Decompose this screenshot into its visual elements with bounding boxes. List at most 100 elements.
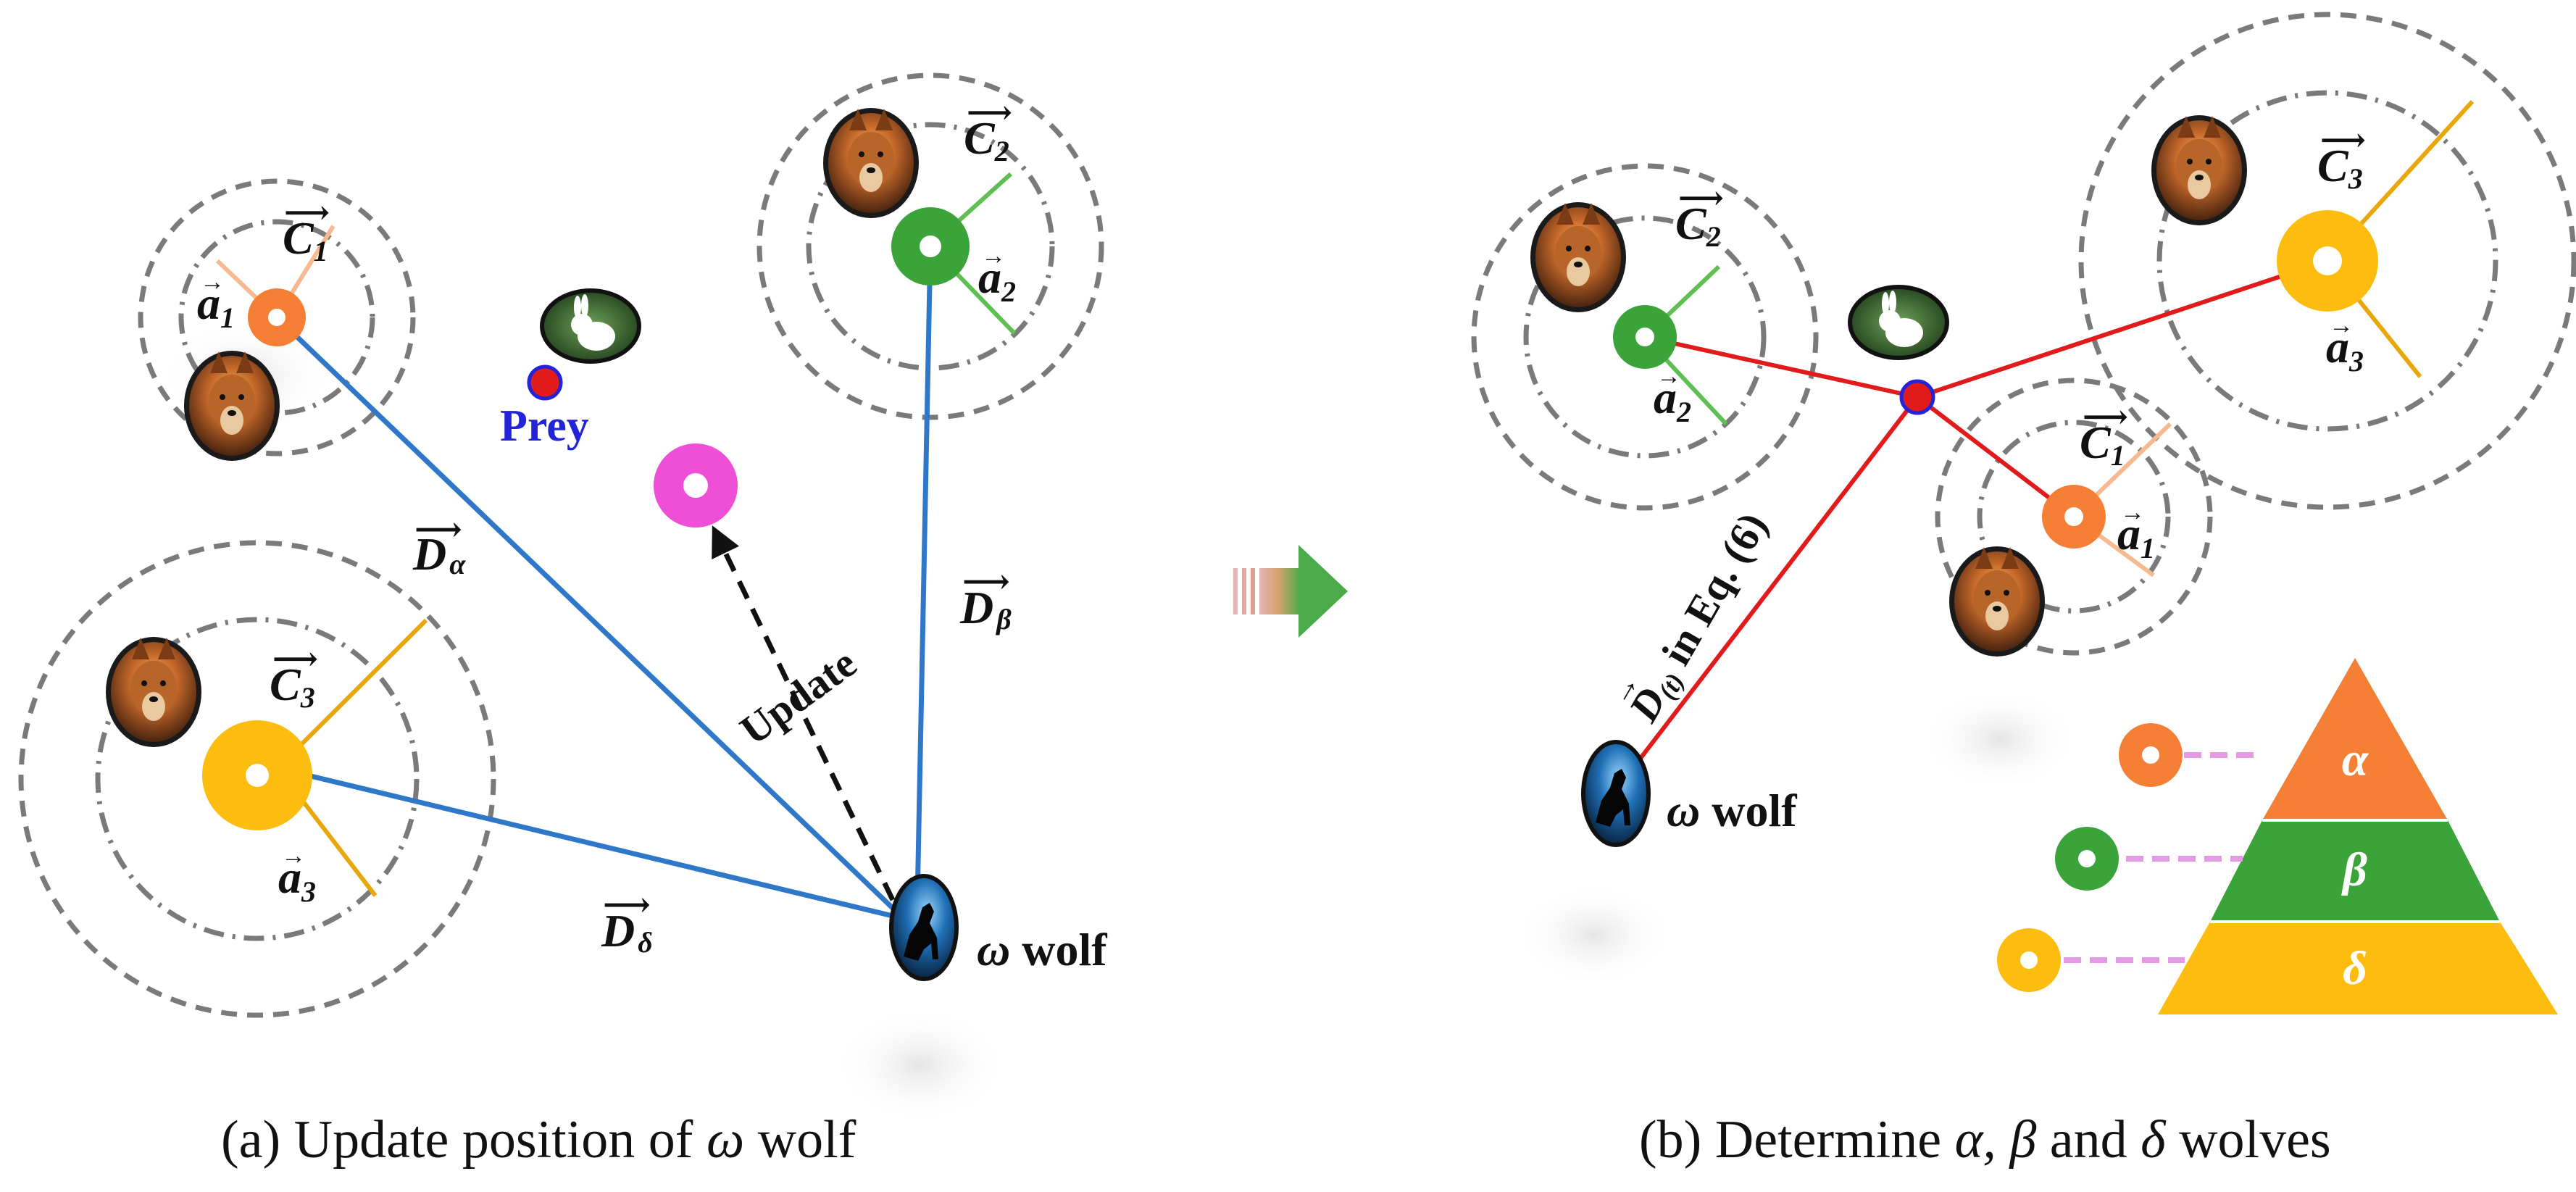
beta-b-vectors: C2 ⟶ a2 → (1654, 180, 1724, 428)
omega-b-wolf-icon (1581, 740, 1651, 847)
alpha-wolf-icon (184, 351, 280, 461)
pyramid-tier-alpha (2262, 658, 2448, 820)
hierarchy-pyramid: α β δ (2158, 658, 2558, 1014)
delta-b-position (2277, 210, 2378, 312)
svg-text:⟶: ⟶ (414, 511, 462, 548)
svg-text:C1: C1 (2080, 417, 2125, 472)
pursuit-line-beta (1644, 335, 1918, 399)
pursuit-line-alpha (1916, 395, 2075, 519)
delta-vectors: C3 ⟶ a3 → (270, 641, 318, 908)
svg-text:→: → (200, 269, 225, 296)
svg-text:⟶: ⟶ (962, 563, 1010, 600)
svg-text:a2: a2 (1654, 372, 1691, 428)
beta-b-outer-ring (1471, 163, 1819, 511)
svg-text:⟶: ⟶ (2083, 399, 2128, 435)
svg-text:→: → (981, 243, 1006, 270)
d-delta-line (277, 765, 893, 919)
update-arrow (712, 525, 896, 901)
omega-wolf-icon (889, 874, 959, 981)
svg-text:a3: a3 (278, 851, 316, 908)
svg-text:a2: a2 (978, 251, 1016, 308)
transition-arrow-icon (1233, 545, 1348, 638)
legend-marker-beta (2055, 827, 2119, 891)
svg-text:C1: C1 (283, 212, 328, 267)
d-alpha-line (275, 315, 917, 931)
svg-text:C2: C2 (964, 112, 1009, 167)
svg-text:C3: C3 (2317, 140, 2363, 195)
beta-b-position (1613, 305, 1677, 369)
omega-b-label: ω wolf (1667, 785, 1797, 836)
delta-b-inner-ring (2156, 90, 2498, 432)
prey-dot (527, 364, 563, 401)
svg-text:⟶: ⟶ (603, 886, 651, 923)
delta-b-outer-ring (2078, 12, 2576, 510)
svg-text:⟶: ⟶ (1678, 180, 1724, 216)
svg-text:⟶: ⟶ (2320, 122, 2366, 158)
beta-b-wolf-icon (1530, 202, 1626, 312)
delta-inner-ring (95, 617, 420, 941)
legend-marker-alpha (2119, 723, 2183, 787)
prey-label: Prey (500, 401, 589, 451)
svg-text:⟶: ⟶ (272, 641, 318, 677)
svg-text:D(t) in Eq. (6): D(t) in Eq. (6) (1619, 504, 1778, 731)
svg-text:Dδ: Dδ (601, 905, 653, 959)
beta-position (891, 207, 970, 286)
svg-text:⟶: ⟶ (967, 95, 1012, 130)
delta-position (202, 720, 312, 830)
svg-text:C2: C2 (1675, 198, 1721, 253)
caption-a: (a) Update position of ω wolf (221, 1110, 856, 1170)
svg-text:Dα: Dα (412, 528, 466, 580)
delta-b-vectors: C3 ⟶ a3 → (2317, 122, 2366, 378)
pyramid-label-beta: β (2341, 843, 2367, 896)
beta-wolf-icon (823, 108, 919, 218)
svg-text:a1: a1 (197, 278, 235, 334)
legend-marker-delta (1997, 928, 2061, 992)
pyramid-tier-delta (2158, 922, 2558, 1014)
alpha-position (248, 288, 306, 346)
alpha-b-vectors: C1 ⟶ a1 → (2080, 399, 2155, 564)
update-label: Update (731, 639, 864, 754)
prey-b-dot (1899, 379, 1935, 415)
d-beta-line (914, 246, 933, 901)
alpha-b-wolf-icon (1949, 546, 2045, 657)
omega-label: ω wolf (977, 924, 1107, 975)
beta-b-inner-ring (1523, 215, 1767, 459)
alpha-b-inner-ring (1977, 420, 2171, 614)
update-target-position (654, 443, 738, 528)
pyramid-tier-beta (2210, 820, 2500, 922)
svg-text:→: → (2329, 312, 2354, 339)
delta-b-wolf-icon (2151, 115, 2247, 225)
pursuit-line-delta (1917, 259, 2328, 399)
svg-text:→: → (1656, 363, 1681, 390)
delta-outer-ring (18, 540, 496, 1018)
svg-text:→: → (2120, 499, 2145, 526)
beta-outer-ring (756, 72, 1104, 420)
alpha-b-outer-ring (1935, 378, 2213, 656)
panel-b: ω wolf D(t) in Eq. (6) → C2 ⟶ a2 → C1 ⟶ … (1471, 12, 2576, 1170)
alpha-vectors: C1 ⟶ a1 → (197, 195, 330, 334)
delta-wolf-icon (106, 637, 201, 747)
rabbit-icon (540, 288, 641, 364)
pyramid-label-alpha: α (2342, 733, 2369, 786)
alpha-b-position (2042, 485, 2106, 549)
beta-vectors: C2 ⟶ a2 → (964, 95, 1016, 308)
caption-b: (b) Determine α, β and δ wolves (1639, 1110, 2331, 1170)
svg-text:a1: a1 (2117, 508, 2155, 564)
pursuit-line-omega (1630, 396, 1920, 771)
rabbit-b-icon (1848, 285, 1949, 360)
svg-text:a3: a3 (2326, 321, 2364, 378)
svg-text:Dβ: Dβ (959, 582, 1012, 635)
beta-inner-ring (806, 122, 1055, 371)
svg-text:C3: C3 (270, 659, 315, 714)
svg-text:→: → (281, 843, 306, 870)
pyramid-label-delta: δ (2343, 942, 2367, 995)
alpha-outer-ring (138, 178, 416, 457)
alpha-inner-ring (178, 219, 375, 416)
svg-text:⟶: ⟶ (284, 195, 330, 230)
